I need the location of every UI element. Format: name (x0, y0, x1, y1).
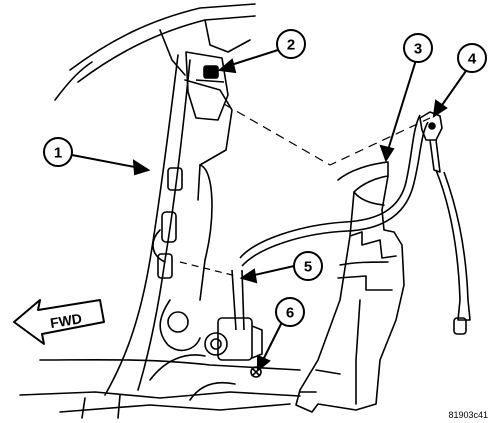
svg-text:2: 2 (287, 37, 295, 54)
reference-line-dashed-lower (179, 261, 237, 277)
callout-leaders (71, 49, 469, 373)
svg-text:6: 6 (286, 305, 294, 322)
svg-text:5: 5 (304, 259, 312, 276)
pillar-trim-panel (295, 161, 405, 413)
upper-belt-guide (185, 51, 229, 121)
fwd-label: FWD (49, 310, 83, 331)
callout-2: 2 (276, 29, 306, 59)
callout-1: 1 (43, 137, 73, 167)
svg-text:4: 4 (468, 51, 477, 68)
vehicle-body-structure (19, 3, 301, 419)
fwd-arrow-icon (13, 299, 105, 345)
callout-5: 5 (293, 251, 323, 281)
callout-3: 3 (403, 33, 433, 63)
svg-text:3: 3 (414, 41, 422, 58)
svg-text:1: 1 (54, 145, 62, 162)
retractor-assembly (204, 317, 263, 361)
belt-webbing-right (344, 111, 471, 335)
figure-code: 81903c41 (448, 410, 488, 420)
reference-line-dashed (223, 103, 431, 166)
belt-webbing-left (231, 221, 349, 331)
callout-4: 4 (457, 43, 487, 73)
fwd-arrow: FWD (13, 299, 105, 345)
callout-6: 6 (275, 297, 305, 327)
